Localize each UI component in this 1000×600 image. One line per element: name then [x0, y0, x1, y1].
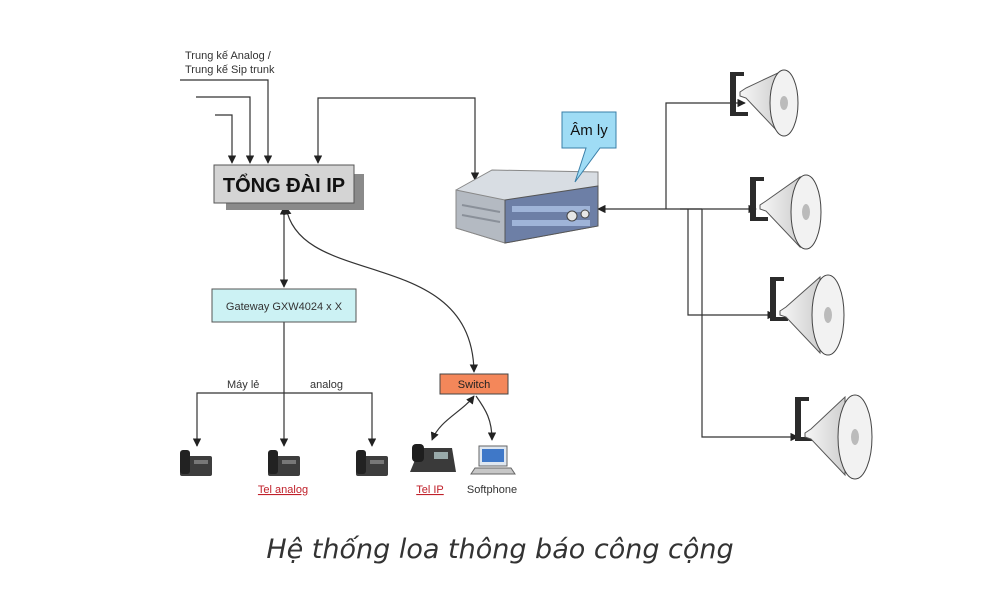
amplifier-callout: Âm ly: [561, 111, 617, 183]
gateway-label: Gateway GXW4024 x X: [226, 301, 343, 313]
trunk-lines: [180, 79, 799, 447]
softphone-label[interactable]: Softphone: [467, 484, 517, 496]
tel-ip-label[interactable]: Tel IP: [416, 484, 444, 496]
extension-label: Máy lẻ: [227, 379, 259, 391]
tel-analog-label[interactable]: Tel analog: [258, 484, 308, 496]
amplifier: [455, 169, 599, 244]
trunk-label-line1: Trung kế Analog /: [185, 50, 272, 62]
analog-phone-2: [268, 450, 300, 476]
diagram-caption: Hệ thống loa thông báo công cộng: [266, 534, 734, 565]
horn-speaker-1: [730, 69, 799, 137]
gateway-box: Gateway GXW4024 x X: [211, 288, 357, 323]
horn-speaker-4: [795, 394, 873, 480]
ip-pbx-label: TỔNG ĐÀI IP: [223, 173, 345, 197]
horn-speaker-2: [750, 174, 822, 250]
trunk-label-line2: Trung kế Sip trunk: [185, 64, 275, 76]
switch-box: Switch: [439, 373, 509, 395]
analog-label: analog: [310, 379, 343, 391]
amplifier-label: Âm ly: [570, 122, 608, 139]
ip-phone: [410, 444, 456, 472]
switch-label: Switch: [458, 379, 490, 391]
ip-pbx-box: TỔNG ĐÀI IP: [213, 164, 364, 210]
horn-speaker-3: [770, 274, 845, 356]
analog-phone-1: [180, 450, 212, 476]
analog-phone-3: [356, 450, 388, 476]
softphone-laptop: [470, 445, 516, 475]
